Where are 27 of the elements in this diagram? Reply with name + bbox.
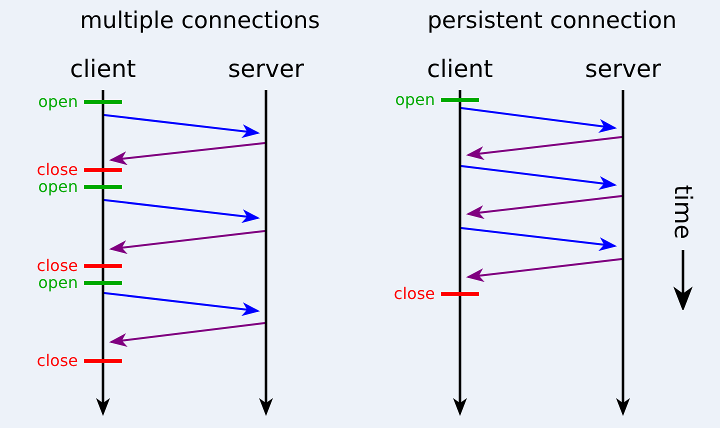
lifeline-heading: client [70, 54, 136, 84]
message-arrow [104, 292, 260, 316]
marker-label: open [38, 274, 78, 292]
message-arrow [466, 258, 622, 282]
lifeline-heading: client [427, 54, 493, 84]
marker-label: close [36, 352, 78, 370]
message-arrow [466, 195, 622, 220]
marker-label: close [394, 285, 435, 303]
marker-label: close [36, 257, 78, 275]
message-arrow [109, 142, 266, 166]
message-arrow [104, 114, 260, 138]
marker-label: open [38, 93, 78, 111]
message-arrow [466, 136, 622, 160]
time-label: time [669, 184, 697, 240]
message-arrow [104, 199, 260, 224]
lifeline-heading: server [228, 54, 304, 84]
message-arrow [460, 107, 617, 133]
message-arrow [109, 322, 266, 347]
lifeline-heading: server [585, 54, 661, 84]
marker-label: open [38, 178, 78, 196]
marker-label: open [395, 91, 435, 109]
marker-label: close [36, 161, 78, 179]
section-heading: persistent connection [427, 8, 677, 34]
section-heading: multiple connections [80, 8, 320, 34]
message-arrow [460, 227, 617, 252]
message-arrow [109, 230, 266, 254]
message-arrow [460, 165, 617, 190]
